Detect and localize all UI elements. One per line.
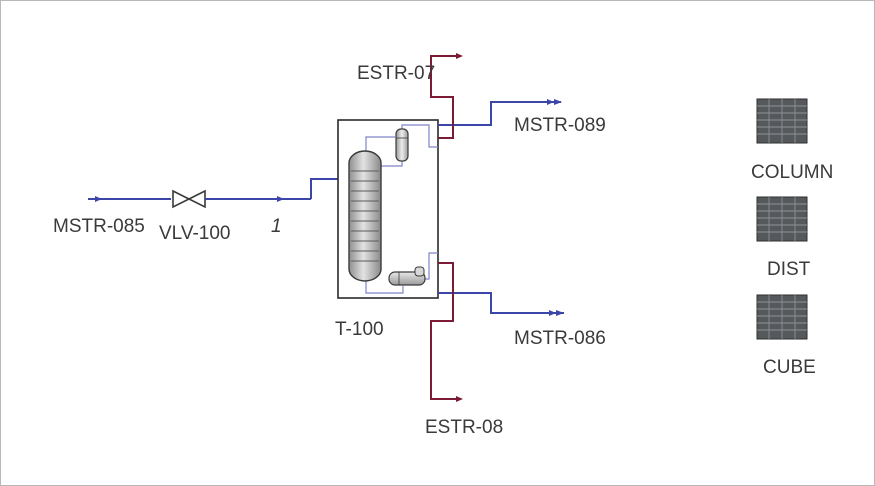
stream-arrow-icon: [277, 196, 284, 202]
spreadsheet-cube-label: CUBE: [763, 357, 816, 378]
column-t-100[interactable]: [337, 119, 439, 299]
condenser-icon: [395, 128, 409, 162]
energy-stream-08-label: ESTR-08: [425, 417, 503, 438]
stream-arrow-icon: [556, 310, 564, 316]
energy-stream-estr-08[interactable]: [430, 262, 463, 402]
stream-arrow-icon: [95, 196, 102, 202]
overhead-stream-label: MSTR-089: [514, 115, 606, 136]
spreadsheet-cube[interactable]: [756, 294, 808, 340]
stream-1-label: 1: [271, 216, 282, 237]
overhead-stream-mstr-089[interactable]: [438, 99, 562, 126]
energy-stream-estr-07[interactable]: [430, 53, 463, 139]
energy-stream-07-label: ESTR-07: [357, 63, 435, 84]
bottoms-stream-label: MSTR-086: [514, 328, 606, 349]
bottoms-stream-mstr-086[interactable]: [438, 292, 564, 316]
stream-1[interactable]: [205, 176, 348, 202]
energy-arrow-icon: [456, 396, 463, 402]
valve-label: VLV-100: [159, 223, 230, 244]
column-label: T-100: [335, 319, 384, 340]
spreadsheet-dist[interactable]: [756, 196, 808, 242]
valve-icon: [172, 189, 191, 209]
valve-vlv-100[interactable]: [172, 189, 206, 209]
energy-arrow-icon: [456, 53, 463, 59]
feed-stream-mstr-085[interactable]: [88, 196, 171, 202]
spreadsheet-column-label: COLUMN: [751, 162, 833, 183]
spreadsheet-dist-label: DIST: [767, 259, 811, 280]
feed-stream-label: MSTR-085: [53, 216, 145, 237]
stream-arrow-icon: [554, 99, 562, 105]
column-vessel-icon: [348, 150, 382, 282]
spreadsheet-column[interactable]: [756, 98, 808, 144]
